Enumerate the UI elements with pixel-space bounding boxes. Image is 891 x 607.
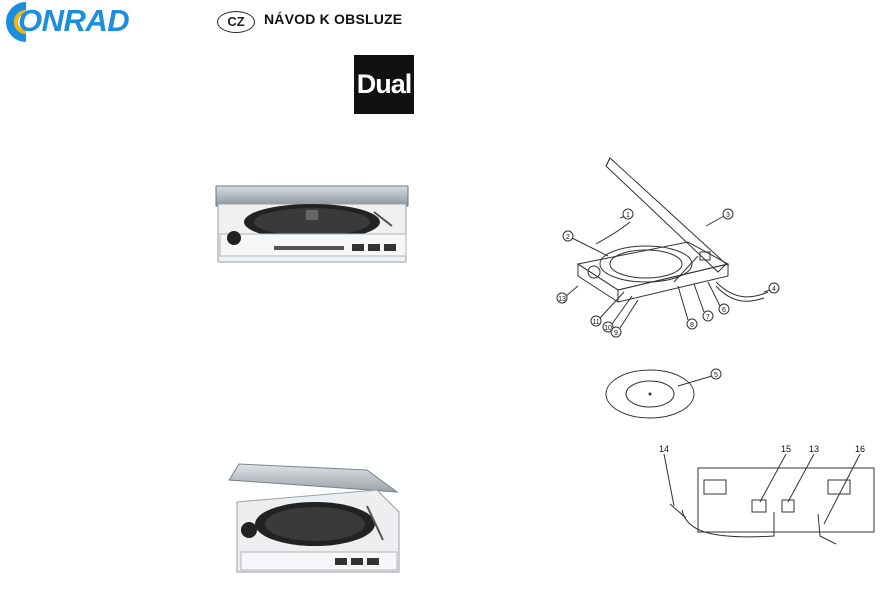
language-badge: CZ: [217, 11, 255, 33]
callout-1: 1: [619, 208, 634, 220]
turntable-photo-open: [228, 463, 400, 573]
dual-logo: Dual: [354, 55, 414, 114]
callout-3: 3: [705, 208, 734, 227]
callout-11: 11: [590, 291, 625, 327]
svg-text:13: 13: [558, 296, 566, 303]
callout-16: 16: [855, 444, 865, 454]
callout-9: 9: [610, 299, 639, 338]
callout-5: 5: [710, 368, 722, 380]
conrad-c-mark-icon: [6, 2, 27, 42]
callout-10: 10: [602, 295, 633, 333]
callout-7: 7: [693, 283, 714, 322]
svg-text:9: 9: [614, 330, 618, 337]
svg-text:7: 7: [706, 314, 710, 321]
conrad-wordmark: ONRAD: [18, 3, 130, 38]
callout-6: 6: [707, 281, 730, 315]
parts-diagram-top: 1 2 3 4 6 7 8 9 10 11 13: [556, 157, 780, 338]
turntable-photo-closed: [215, 185, 409, 263]
svg-text:2: 2: [566, 234, 570, 241]
callout-14: 14: [659, 444, 669, 454]
svg-text:11: 11: [592, 319, 599, 326]
svg-text:8: 8: [690, 322, 694, 329]
conrad-logo: ONRAD: [0, 0, 150, 44]
svg-text:6: 6: [722, 307, 726, 314]
callout-15: 15: [781, 444, 791, 454]
callout-4: 4: [763, 282, 780, 294]
svg-text:3: 3: [726, 212, 730, 219]
page-title: NÁVOD K OBSLUZE: [264, 11, 403, 27]
back-panel-diagram: 14 15 13 16: [659, 444, 875, 545]
callout-2: 2: [562, 230, 609, 257]
svg-text:10: 10: [604, 325, 612, 332]
callout-13-back: 13: [809, 444, 819, 454]
callout-13: 13: [556, 285, 579, 304]
svg-text:1: 1: [626, 212, 630, 219]
svg-text:4: 4: [772, 286, 776, 293]
svg-text:5: 5: [714, 372, 718, 379]
slipmat-diagram: 5: [605, 368, 722, 419]
callout-8: 8: [677, 285, 698, 330]
